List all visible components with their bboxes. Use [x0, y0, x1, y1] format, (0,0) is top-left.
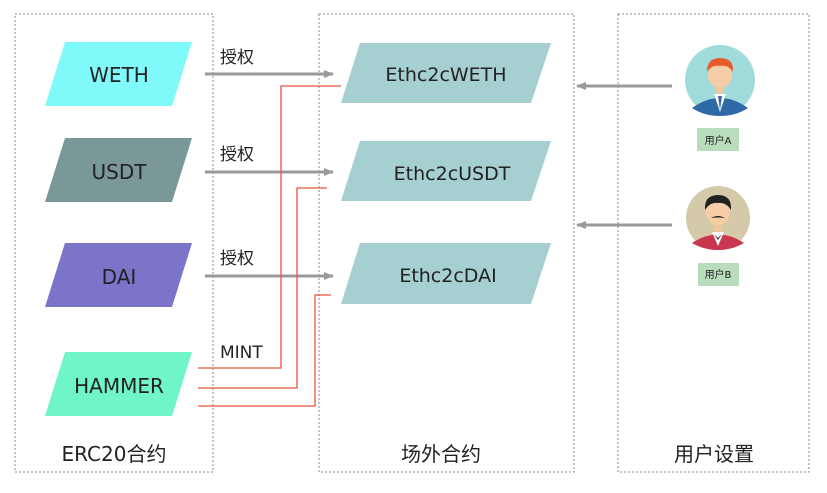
- user-b-label: 用户B: [705, 268, 732, 281]
- token-weth: WETH: [45, 42, 192, 106]
- otc-column: [318, 13, 575, 473]
- token-usdt-shape: [45, 138, 192, 202]
- otc-column-title: 场外合约: [401, 442, 481, 466]
- contract-usdt-shape: [341, 141, 551, 201]
- token-weth-shape: [45, 42, 192, 106]
- user-a-avatar-icon: [685, 45, 755, 116]
- contract-dai-label: Ethc2cDAI: [399, 265, 496, 287]
- user-b-avatar-icon: [686, 186, 750, 250]
- token-usdt-label: USDT: [92, 160, 148, 184]
- token-weth-label: WETH: [89, 63, 149, 87]
- approve-label-usdt: 授权: [220, 145, 254, 165]
- user-b-badge: [698, 263, 739, 286]
- contract-weth: Ethc2cWETH: [341, 43, 551, 103]
- token-dai: DAI: [45, 243, 192, 307]
- user-a-label: 用户A: [705, 134, 732, 147]
- mint-line-dai: [198, 294, 331, 407]
- token-hammer-shape: [45, 352, 192, 416]
- contract-usdt-label: Ethc2cUSDT: [394, 163, 511, 185]
- user-a-badge: [697, 128, 739, 151]
- approve-label-dai: 授权: [220, 249, 254, 269]
- contract-weth-shape: [341, 43, 551, 103]
- erc20-column-title: ERC20合约: [62, 442, 167, 466]
- token-hammer: HAMMER: [45, 352, 192, 416]
- users-column-title: 用户设置: [674, 442, 754, 466]
- contract-weth-label: Ethc2cWETH: [385, 64, 506, 86]
- contract-dai-shape: [341, 243, 551, 304]
- token-usdt: USDT: [45, 138, 192, 202]
- contract-dai: Ethc2cDAI: [341, 243, 551, 304]
- mint-line-weth: [198, 85, 341, 369]
- token-hammer-label: HAMMER: [74, 374, 164, 398]
- mint-line-usdt: [198, 187, 327, 389]
- token-dai-shape: [45, 243, 192, 307]
- contract-usdt: Ethc2cUSDT: [341, 141, 551, 201]
- users-column: [617, 13, 810, 473]
- token-dai-label: DAI: [102, 265, 137, 289]
- mint-label: MINT: [220, 343, 263, 363]
- approve-label-weth: 授权: [220, 48, 254, 68]
